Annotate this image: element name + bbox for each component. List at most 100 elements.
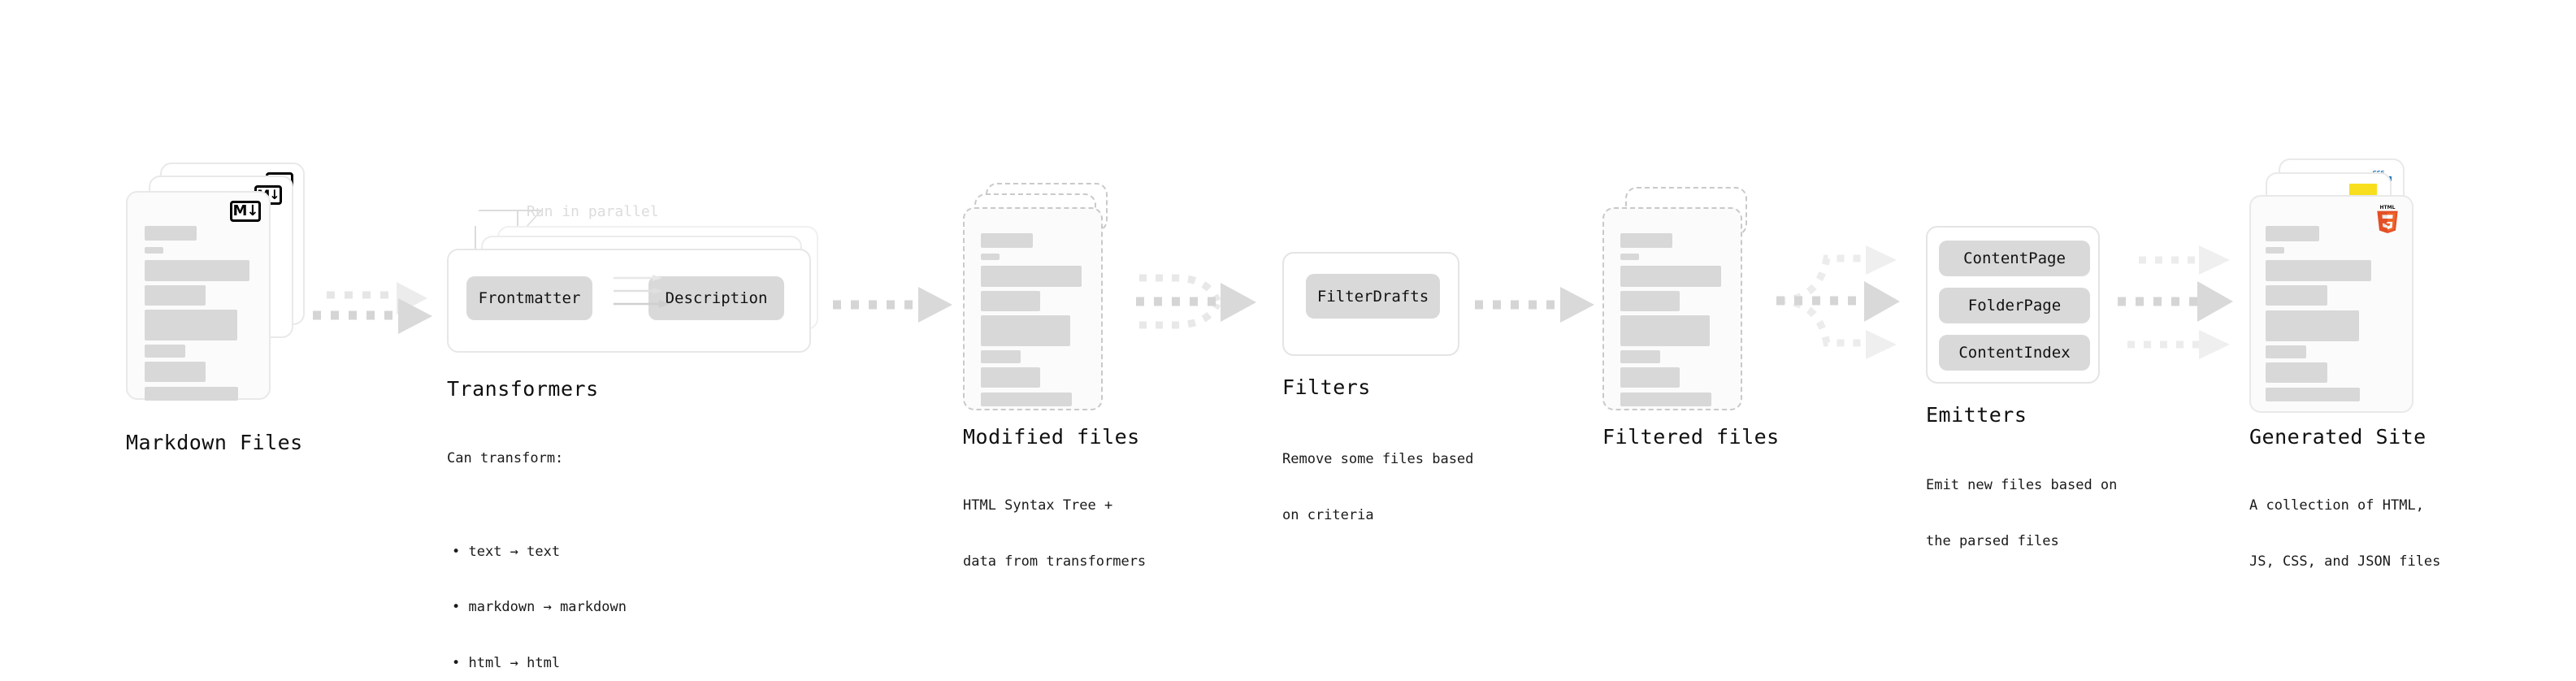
filters-subtitle-line: Remove some files based	[1282, 450, 1474, 467]
generated-site-subtitle-line: JS, CSS, and JSON files	[2249, 553, 2441, 570]
placeholder-line	[1620, 254, 1639, 260]
arrow-transformers-to-modified	[833, 287, 952, 323]
generated-site-stack: CSS HTML	[2249, 158, 2444, 427]
placeholder-line	[981, 266, 1082, 287]
html5-icon: HTML	[2374, 204, 2400, 233]
placeholder-line	[1620, 350, 1660, 363]
placeholder-line	[2266, 362, 2327, 383]
transformer-pill-description-label: Description	[665, 289, 768, 307]
transformers-title: Transformers	[447, 377, 599, 401]
transformer-pill-frontmatter[interactable]: Frontmatter	[466, 276, 592, 320]
transformers-bullet-item: html → html	[452, 654, 627, 673]
placeholder-line	[981, 350, 1021, 363]
placeholder-line	[145, 387, 238, 401]
run-in-parallel-label: Run in parallel	[527, 203, 659, 220]
placeholder-line	[2266, 260, 2371, 281]
emitters-title: Emitters	[1926, 403, 2027, 427]
filtered-files-stack	[1602, 183, 1789, 427]
generated-site-title: Generated Site	[2249, 425, 2426, 449]
run-in-parallel-bracket-stem	[475, 226, 476, 257]
placeholder-line	[1620, 291, 1680, 311]
placeholder-line	[145, 260, 249, 281]
placeholder-line	[2266, 310, 2359, 341]
placeholder-line	[981, 291, 1040, 311]
placeholder-line	[2266, 345, 2306, 358]
markdown-file-card-front: M↓	[126, 191, 271, 401]
filters-box: FilterDrafts	[1282, 252, 1459, 356]
arrow-modified-to-filters-merge	[1136, 274, 1256, 329]
filters-pill-filterdrafts[interactable]: FilterDrafts	[1306, 274, 1440, 319]
arrow-filtered-to-emitters-split	[1776, 245, 1900, 359]
placeholder-line	[981, 367, 1040, 388]
emitters-subtitle-line: Emit new files based on	[1926, 476, 2118, 493]
transformer-inner-arrow-group	[614, 275, 670, 308]
html5-icon-svg: HTML	[2377, 205, 2398, 233]
placeholder-line	[2266, 388, 2360, 401]
transformer-pill-description[interactable]: Description	[648, 276, 784, 320]
modified-files-title: Modified files	[963, 425, 1140, 449]
placeholder-line	[2266, 285, 2327, 306]
transformers-stack: Frontmatter Description	[447, 226, 837, 372]
filters-title: Filters	[1282, 375, 1371, 399]
placeholder-line	[145, 310, 237, 340]
placeholder-line	[981, 315, 1070, 346]
generated-site-subtitle: A collection of HTML, JS, CSS, and JSON …	[2249, 459, 2440, 609]
transformers-bullet-item: markdown → markdown	[452, 598, 626, 617]
emitters-pill-folderpage[interactable]: FolderPage	[1939, 288, 2090, 323]
placeholder-line	[2266, 247, 2284, 254]
filtered-file-content	[1604, 209, 1741, 409]
filters-subtitle: Remove some files based on criteria	[1282, 413, 1473, 562]
emitters-pill-contentpage[interactable]: ContentPage	[1939, 241, 2090, 276]
emitters-pill-contentindex[interactable]: ContentIndex	[1939, 335, 2090, 371]
placeholder-line	[1620, 266, 1721, 287]
generated-site-subtitle-line: A collection of HTML,	[2249, 497, 2424, 514]
placeholder-line	[145, 362, 206, 382]
markdown-files-title: Markdown Files	[126, 431, 303, 454]
placeholder-line	[1620, 233, 1672, 248]
generated-site-card-html: HTML	[2249, 195, 2413, 413]
placeholder-line	[1620, 315, 1710, 346]
filtered-file-card-front	[1602, 207, 1742, 410]
emitters-subtitle: Emit new files based on the parsed files	[1926, 439, 2117, 588]
placeholder-line	[981, 254, 1000, 260]
emitters-subtitle-line: the parsed files	[1926, 532, 2059, 549]
placeholder-line	[145, 285, 206, 306]
markdown-files-stack: M↓ M↓ M↓	[126, 163, 313, 423]
emitters-pill-contentpage-label: ContentPage	[1963, 249, 2066, 267]
transformer-pill-frontmatter-label: Frontmatter	[478, 289, 581, 307]
arrow-filters-to-filtered	[1475, 287, 1594, 323]
modified-files-subtitle-line: HTML Syntax Tree +	[963, 497, 1113, 514]
markdown-badge-label: M↓	[232, 202, 259, 219]
markdown-badge: M↓	[230, 201, 261, 222]
placeholder-line	[1620, 367, 1680, 388]
run-in-parallel-bracket-stem-right	[517, 210, 518, 229]
markdown-file-content	[128, 193, 269, 401]
modified-file-content	[965, 209, 1101, 409]
filtered-files-title: Filtered files	[1602, 425, 1780, 449]
emitters-pill-folderpage-label: FolderPage	[1967, 297, 2062, 314]
emitters-pill-contentindex-label: ContentIndex	[1958, 344, 2071, 362]
transformer-box-front: Frontmatter Description	[447, 249, 811, 353]
transformers-subtitle-heading: Can transform:	[447, 449, 564, 466]
placeholder-line	[145, 226, 197, 241]
placeholder-line	[145, 247, 163, 254]
modified-file-card-front	[963, 207, 1103, 410]
svg-text:HTML: HTML	[2380, 205, 2396, 210]
emitters-box: ContentPage FolderPage ContentIndex	[1926, 226, 2100, 384]
transformers-subtitle: Can transform: text → text markdown → ma…	[447, 412, 627, 681]
arrow-markdown-to-transformers	[313, 282, 432, 334]
placeholder-line	[2266, 226, 2319, 241]
js-icon	[2349, 184, 2377, 198]
filters-pill-filterdrafts-label: FilterDrafts	[1316, 287, 1429, 306]
arrow-emitters-to-site	[2118, 245, 2233, 359]
transformers-bullet-item: text → text	[452, 543, 627, 562]
transformers-bullet-list: text → text markdown → markdown html → h…	[452, 505, 627, 681]
generated-site-content	[2251, 197, 2412, 411]
placeholder-line	[981, 233, 1033, 248]
modified-files-subtitle-line: data from transformers	[963, 553, 1147, 570]
modified-files-stack	[963, 183, 1150, 427]
placeholder-line	[145, 345, 185, 358]
modified-files-subtitle: HTML Syntax Tree + data from transformer…	[963, 459, 1146, 609]
filters-subtitle-line: on criteria	[1282, 506, 1374, 523]
